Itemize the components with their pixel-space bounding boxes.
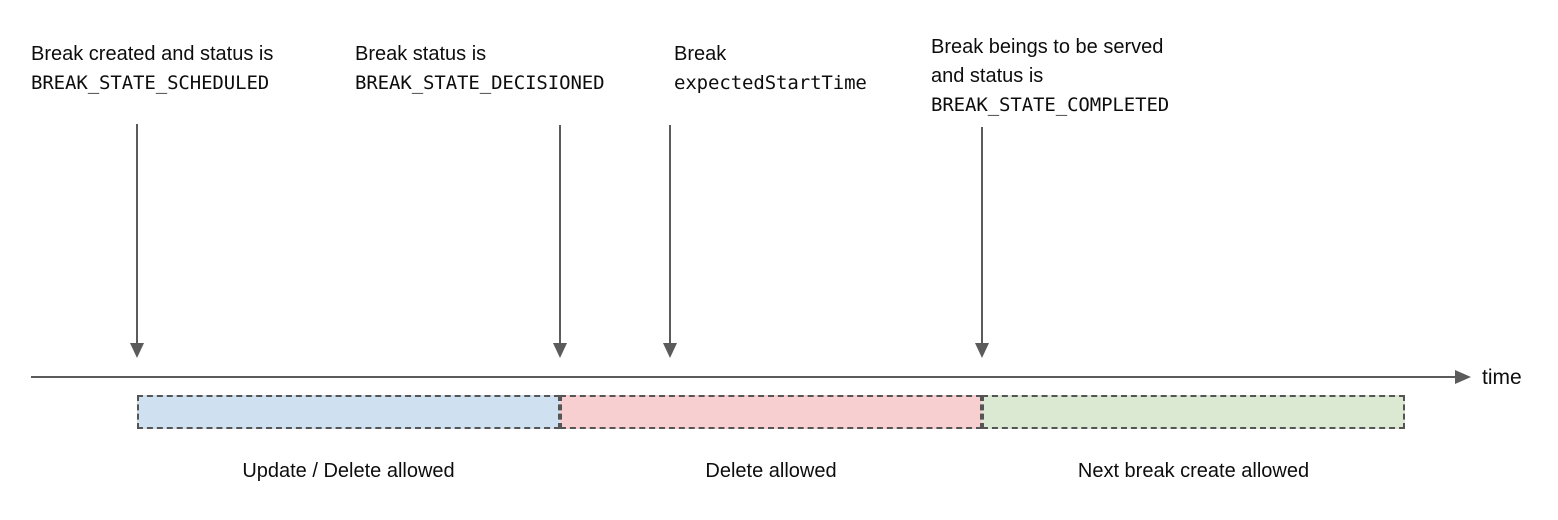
event-annotation-line: Break status is <box>355 43 487 65</box>
event-arrow-shaft <box>559 125 561 344</box>
arrow-down-icon <box>663 343 677 358</box>
arrow-down-icon <box>975 343 989 358</box>
time-axis-line <box>31 376 1455 378</box>
event-annotation-line: Break beings to be served <box>931 36 1164 58</box>
event-arrow-decisioned <box>551 125 569 358</box>
time-axis <box>31 370 1473 384</box>
event-annotation-decisioned: Break status is BREAK_STATE_DECISIONED <box>355 40 605 98</box>
event-annotation-line: and status is <box>931 65 1044 87</box>
event-arrow-shaft <box>981 127 983 344</box>
event-annotation-line: BREAK_STATE_DECISIONED <box>355 72 605 94</box>
event-annotation-line: Break <box>674 43 727 65</box>
event-annotation-line: BREAK_STATE_SCHEDULED <box>31 72 270 94</box>
event-annotation-completed: Break beings to be served and status is BR… <box>931 33 1169 120</box>
phase-bar-update-delete <box>137 395 560 429</box>
event-arrow-expected-start-time <box>661 125 679 358</box>
event-annotation-line: BREAK_STATE_COMPLETED <box>931 94 1170 116</box>
arrow-down-icon <box>130 343 144 358</box>
event-arrow-created <box>128 124 146 358</box>
event-annotation-expected-start-time: Break expectedStartTime <box>674 40 867 98</box>
phase-caption-delete-only: Delete allowed <box>705 460 837 482</box>
event-arrow-shaft <box>136 124 138 344</box>
event-arrow-shaft <box>669 125 671 344</box>
event-annotation-created: Break created and status is BREAK_STATE_S… <box>31 40 273 98</box>
arrow-down-icon <box>553 343 567 358</box>
phase-bar-delete-only <box>560 395 982 429</box>
event-annotation-line: Break created and status is <box>31 43 274 65</box>
time-axis-arrowhead-icon <box>1455 370 1471 384</box>
event-annotation-line: expectedStartTime <box>674 72 867 94</box>
time-axis-label: time <box>1482 366 1522 389</box>
phase-caption-next-break-create: Next break create allowed <box>1077 460 1310 482</box>
event-arrow-completed <box>973 127 991 358</box>
phase-bar-next-break-create <box>982 395 1405 429</box>
phase-caption-update-delete: Update / Delete allowed <box>242 460 455 482</box>
